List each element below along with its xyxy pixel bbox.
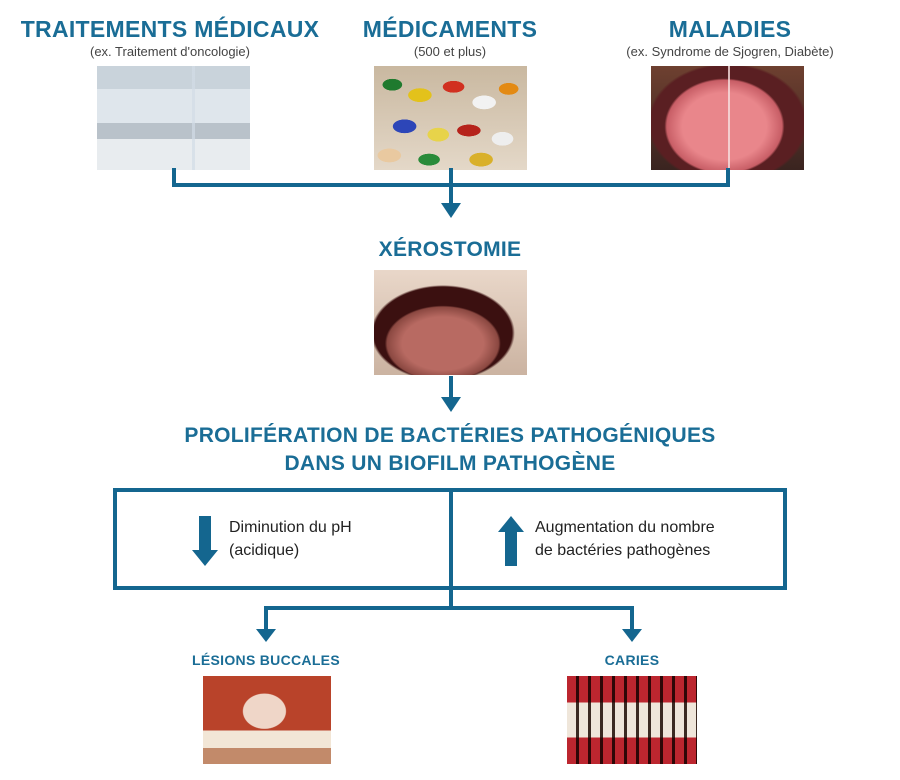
outcome-title-caries: CARIES [604,652,660,668]
oral-lesions-photo [203,676,331,764]
ph-decrease-line1: Diminution du pH [229,519,352,536]
ph-down-arrow-stem [199,516,211,550]
arrow-down-icon [441,397,461,412]
ph-decrease-text: Diminution du pH (acidique) [229,516,439,562]
proliferation-title-line1: PROLIFÉRATION DE BACTÉRIES PATHOGÉNIQUES [184,424,716,447]
hospital-photo [97,66,250,170]
outcome-title-lesions: LÉSIONS BUCCALES [192,652,340,668]
ph-down-arrow-icon [192,550,218,566]
bottom-split-line [264,606,634,632]
arrow-down-icon [256,629,276,642]
caries-teeth-photo [567,676,697,764]
arrow-down-icon [441,203,461,218]
bacteria-up-arrow-stem [505,532,517,566]
xerostomia-title: XÉROSTOMIE [378,238,522,261]
bacteria-increase-text: Augmentation du nombre de bactéries path… [535,516,775,562]
pills-photo [374,66,527,170]
ph-decrease-line2: (acidique) [229,542,300,559]
cause-subtitle-diseases: (ex. Syndrome de Sjogren, Diabète) [626,44,834,59]
cause-subtitle-medications: (500 et plus) [413,44,487,59]
bacteria-increase-line1: Augmentation du nombre [535,519,715,536]
bacteria-up-arrow-icon [498,516,524,532]
proliferation-title-line2: DANS UN BIOFILM PATHOGÈNE [284,452,616,475]
cause-subtitle-treatments: (ex. Traitement d'oncologie) [89,44,250,59]
bacteria-increase-line2: de bactéries pathogènes [535,542,711,559]
cause-title-medications: MÉDICAMENTS [362,16,538,42]
tongue-photo [651,66,804,170]
cause-title-diseases: MALADIES [668,16,792,42]
cause-title-treatments: TRAITEMENTS MÉDICAUX [20,16,320,42]
arrow-down-icon [622,629,642,642]
dry-tongue-photo [374,270,527,375]
